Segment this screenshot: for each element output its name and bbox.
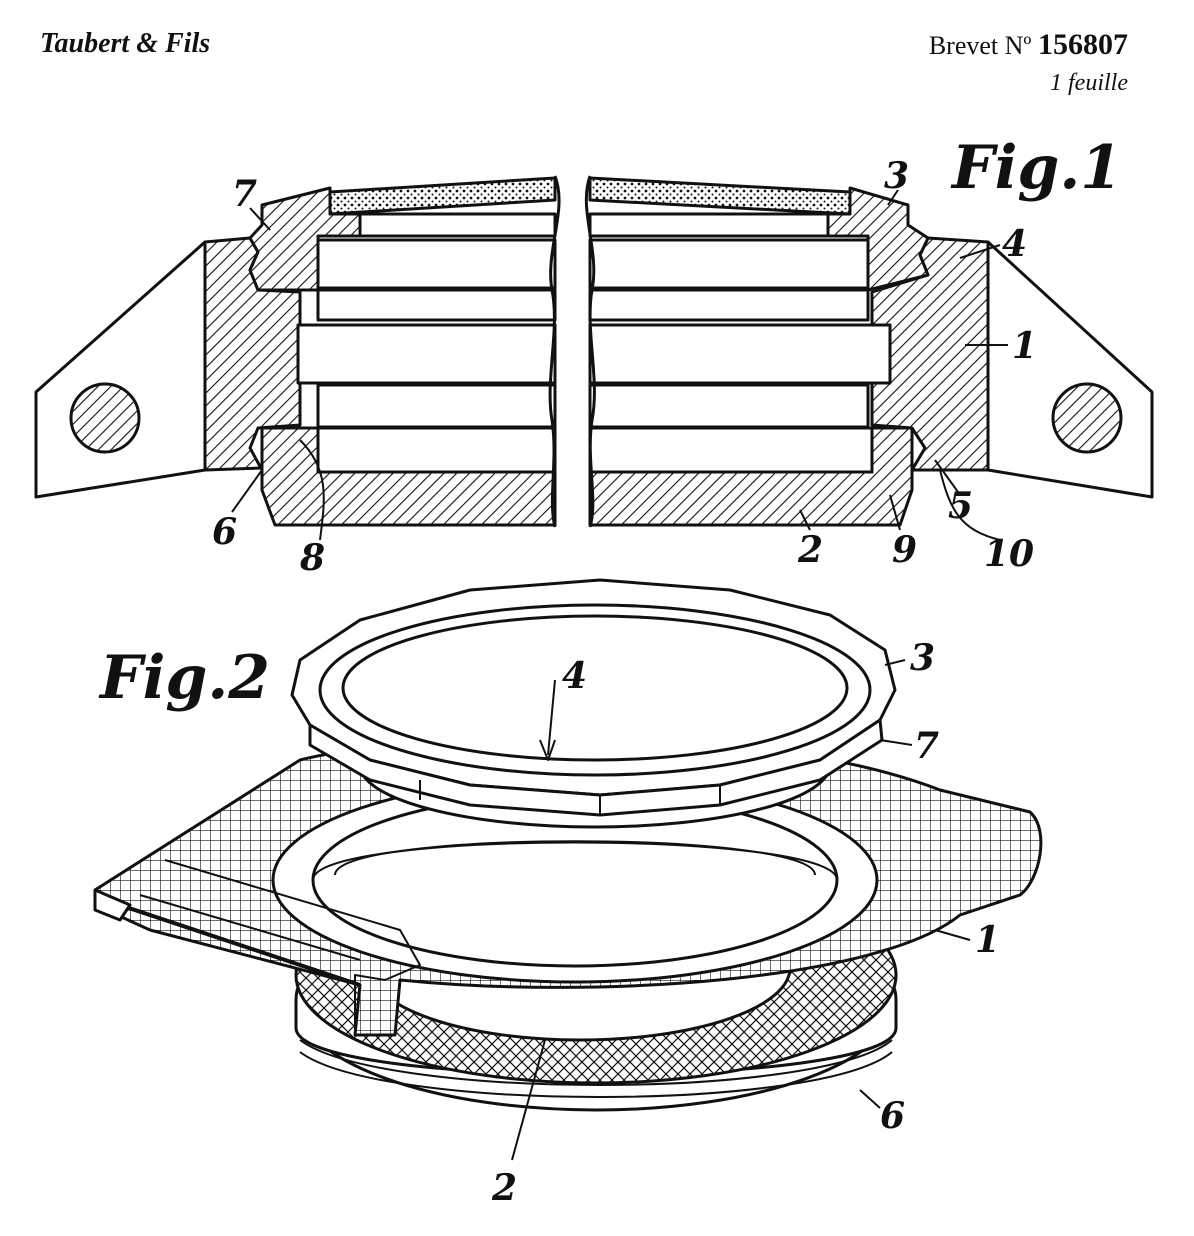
fig2-label-2: 2 [491,1167,517,1209]
figure-2-title: Fig.2 [98,643,270,713]
movement-plate-3-left [316,288,557,322]
fig1-label-3: 3 [884,155,909,197]
fig1-label-6: 6 [212,511,237,553]
left-lug-pin [69,382,141,454]
break-line-left [548,175,561,528]
fig1-label-7: 7 [232,173,257,215]
movement-plate-4-right [588,323,892,385]
movement-plate-4-left [296,323,557,385]
figure-1-title: Fig.1 [950,133,1122,203]
right-lug [986,240,1154,499]
fig1-label-8: 8 [299,537,325,579]
break-line-right [584,175,596,528]
fig1-label-10: 10 [984,533,1034,575]
fig2-label-7: 7 [914,725,939,767]
fig1-label-2: 2 [797,529,823,571]
movement-plate-6-left [316,426,557,474]
applicant-name: Taubert & Fils [40,28,211,59]
movement-plate-3-right [588,288,870,322]
fig1-label-4: 4 [1002,223,1027,265]
fig2-label-3: 3 [910,637,935,679]
patent-number: 156807 [1038,28,1128,61]
movement-plate-2-left [316,238,557,290]
movement-plate-1-right [588,212,830,238]
movement-plate-5-right [588,383,870,429]
fig2-label-1: 1 [975,919,1000,961]
fig2-label-4: 4 [562,655,587,697]
movement-plate-2-right [588,238,870,290]
fig2-label-6: 6 [880,1095,905,1137]
figure-1-cross-section [34,175,1154,541]
patent-prefix: Brevet Nº [928,31,1032,60]
right-lug-pin [1051,382,1123,454]
fig1-label-1: 1 [1012,325,1037,367]
sheet-count: 1 feuille [1050,70,1128,96]
figure-2-exploded-view [93,578,1043,1161]
movement-plate-6-right [588,426,874,474]
crystal-right [588,176,852,216]
movement-plate-5-left [316,383,557,429]
fig1-label-9: 9 [892,529,917,571]
crystal-left [328,176,557,216]
fig1-label-5: 5 [948,485,973,527]
movement-plate-1-left [358,212,557,238]
bezel-perspective [290,578,897,817]
patent-number-line: Brevet Nº 156807 [929,28,1128,62]
left-lug [34,240,206,499]
case-body-perspective [93,735,1043,1037]
